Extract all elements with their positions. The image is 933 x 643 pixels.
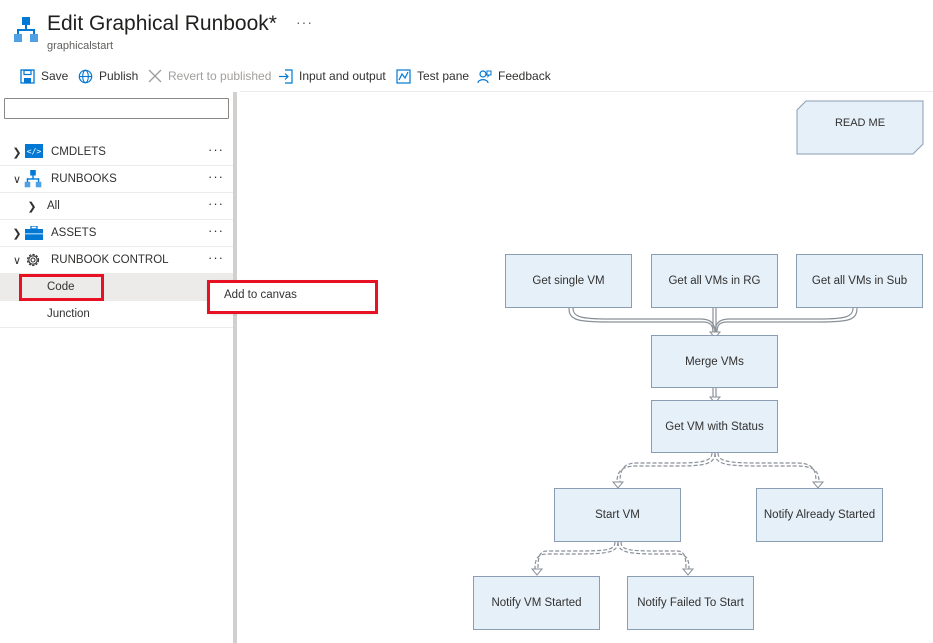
activity-merge-vms[interactable]: Merge VMs xyxy=(651,335,778,388)
feedback-icon xyxy=(477,69,492,83)
input-and-output-button[interactable]: Input and output xyxy=(278,66,386,86)
gear-icon xyxy=(24,251,42,274)
chevron-down-icon[interactable]: ∨ xyxy=(12,174,22,186)
library-search-input[interactable] xyxy=(4,98,229,119)
chevron-down-icon[interactable]: ∨ xyxy=(12,255,22,267)
revert-label: Revert to published xyxy=(168,69,272,83)
chevron-right-icon[interactable]: ❯ xyxy=(12,228,22,240)
library-item-junction[interactable]: Junction ··· xyxy=(0,301,233,328)
activity-get-vm-with-status[interactable]: Get VM with Status xyxy=(651,400,778,453)
assets-briefcase-icon xyxy=(25,225,43,245)
more-options-button[interactable]: ··· xyxy=(208,250,224,265)
close-icon xyxy=(148,69,162,83)
activity-get-all-vms-in-sub[interactable]: Get all VMs in Sub xyxy=(796,254,923,308)
publish-label: Publish xyxy=(99,69,139,83)
activity-notify-failed-to-start[interactable]: Notify Failed To Start xyxy=(627,576,754,630)
more-options-button[interactable]: ··· xyxy=(208,169,224,184)
library-item-runbook-control[interactable]: ∨ RUNBOOK CONTROL ··· xyxy=(0,247,233,274)
activity-label: Notify VM Started xyxy=(491,597,582,609)
save-button[interactable]: Save xyxy=(20,66,68,86)
library-item-label: All xyxy=(47,200,60,212)
library-item-label: CMDLETS xyxy=(51,146,106,158)
library-item-label: RUNBOOK CONTROL xyxy=(51,254,169,266)
input-output-icon xyxy=(279,68,293,84)
page-title: Edit Graphical Runbook* xyxy=(47,12,277,35)
runbook-hierarchy-icon xyxy=(24,170,42,193)
activity-notify-vm-started[interactable]: Notify VM Started xyxy=(473,576,600,630)
activity-label: Get all VMs in RG xyxy=(668,275,761,287)
activity-start-vm[interactable]: Start VM xyxy=(554,488,681,542)
library-item-label: ASSETS xyxy=(51,227,97,239)
save-label: Save xyxy=(41,69,69,83)
readme-note[interactable]: READ ME xyxy=(796,100,924,155)
add-to-canvas-label: Add to canvas xyxy=(224,289,297,301)
more-options-button[interactable]: ··· xyxy=(296,14,313,30)
activity-label: Start VM xyxy=(595,509,640,521)
activity-label: Notify Failed To Start xyxy=(637,597,744,609)
activity-get-single-vm[interactable]: Get single VM xyxy=(505,254,632,308)
more-options-button[interactable]: ··· xyxy=(208,196,224,211)
test-pane-icon xyxy=(396,68,411,84)
page-subtitle: graphicalstart xyxy=(47,40,114,52)
activity-label: Merge VMs xyxy=(685,355,744,368)
revert-to-published-button[interactable]: Revert to published xyxy=(148,66,271,86)
library-item-code[interactable]: Code xyxy=(0,274,233,301)
save-icon xyxy=(20,68,35,84)
activity-label: Get all VMs in Sub xyxy=(811,275,908,287)
chevron-right-icon[interactable]: ❯ xyxy=(12,147,22,159)
more-options-button[interactable]: ··· xyxy=(208,223,224,238)
feedback-label: Feedback xyxy=(498,69,551,83)
toolbar-divider xyxy=(240,91,933,92)
library-item-assets[interactable]: ❯ ASSETS ··· xyxy=(0,220,233,247)
runbook-hierarchy-icon xyxy=(14,17,38,48)
chevron-right-icon[interactable]: ❯ xyxy=(27,201,37,213)
test-pane-button[interactable]: Test pane xyxy=(396,66,469,86)
panel-splitter[interactable] xyxy=(233,92,237,643)
library-item-label: Code xyxy=(47,281,75,293)
readme-label: READ ME xyxy=(834,117,886,129)
context-menu-add-to-canvas[interactable]: Add to canvas xyxy=(209,282,376,312)
runbook-canvas[interactable]: READ ME Get single VM Get all VMs in RG … xyxy=(237,92,933,643)
readme-shape xyxy=(796,100,924,155)
library-item-all[interactable]: ❯ All ··· xyxy=(0,193,233,220)
publish-button[interactable]: Publish xyxy=(78,66,138,86)
input-output-label: Input and output xyxy=(299,69,386,83)
cmdlets-icon: </> xyxy=(25,144,43,163)
more-options-button[interactable]: ··· xyxy=(208,142,224,157)
library-item-cmdlets[interactable]: ❯ </> CMDLETS ··· xyxy=(0,139,233,166)
activity-label: Get VM with Status xyxy=(665,420,764,433)
canvas-links xyxy=(530,307,858,576)
test-pane-label: Test pane xyxy=(417,69,470,83)
library-item-runbooks[interactable]: ∨ RUNBOOKS ··· xyxy=(0,166,233,193)
activity-get-all-vms-in-rg[interactable]: Get all VMs in RG xyxy=(651,254,778,308)
globe-icon xyxy=(78,69,93,83)
activity-label: Notify Already Started xyxy=(763,509,876,521)
activity-notify-already-started[interactable]: Notify Already Started xyxy=(756,488,883,542)
library-item-label: RUNBOOKS xyxy=(51,173,117,185)
activity-label: Get single VM xyxy=(532,275,605,287)
svg-text:</>: </> xyxy=(27,147,42,156)
feedback-button[interactable]: Feedback xyxy=(477,66,551,86)
library-item-label: Junction xyxy=(47,308,90,320)
